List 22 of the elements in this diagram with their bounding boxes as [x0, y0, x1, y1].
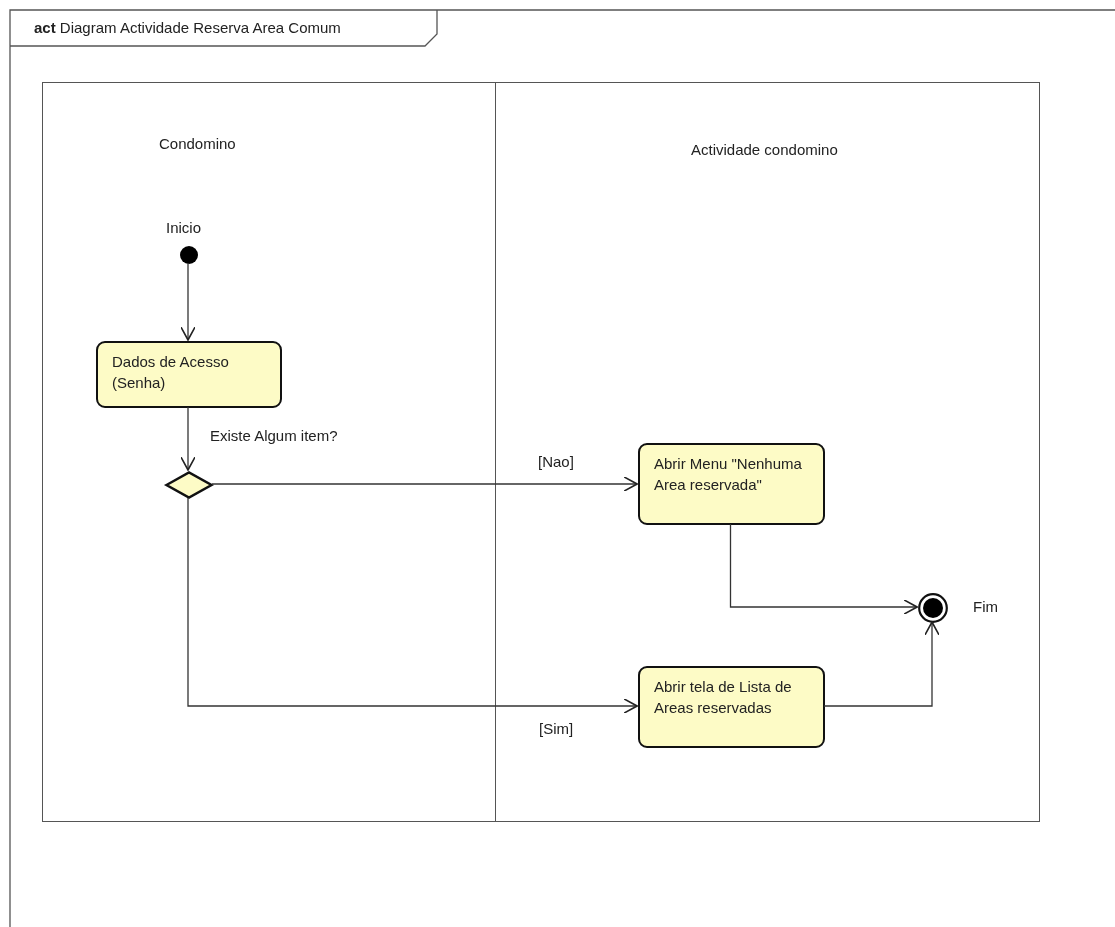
final-node: [918, 593, 948, 623]
control-flow-arrow: [180, 262, 196, 341]
diagram-title: act Diagram Actividade Reserva Area Comum: [34, 19, 341, 36]
action-box: Abrir tela de Lista de Areas reservadas: [638, 666, 825, 748]
lane-header: Condomino: [159, 135, 236, 152]
lane-header: Actividade condomino: [691, 141, 838, 158]
action-box: Abrir Menu "Nenhuma Area reservada": [638, 443, 825, 525]
initial-node: [180, 246, 198, 264]
swimlane: [495, 82, 1040, 822]
control-flow-arrow: [180, 406, 196, 471]
action-box: Dados de Acesso (Senha): [96, 341, 282, 408]
node-label: Fim: [973, 598, 998, 615]
control-flow-arrow: [729, 523, 918, 615]
decision-diamond: [165, 471, 213, 499]
edge-label: [Nao]: [536, 453, 576, 470]
edge-label: Existe Algum item?: [208, 427, 340, 444]
swimlane: [42, 82, 496, 822]
node-label: Inicio: [166, 219, 202, 236]
edge-label: [Sim]: [537, 720, 576, 737]
control-flow-arrow: [211, 476, 638, 492]
control-flow-arrow: [187, 497, 638, 714]
control-flow-arrow: [823, 621, 940, 707]
